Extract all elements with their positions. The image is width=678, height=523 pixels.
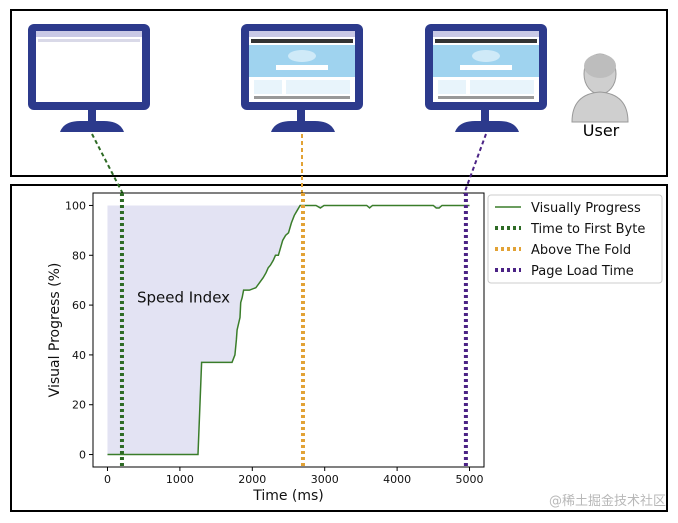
monitor-icon-partial <box>241 24 363 132</box>
legend-label-2: Above The Fold <box>531 243 631 258</box>
y-tick-label: 40 <box>72 349 86 362</box>
x-tick-label: 0 <box>104 473 111 486</box>
y-tick-label: 100 <box>65 199 86 212</box>
user-icon <box>571 53 629 123</box>
x-tick-label: 5000 <box>456 473 484 486</box>
x-tick-label: 3000 <box>311 473 339 486</box>
legend-box <box>487 194 663 284</box>
y-tick-label: 20 <box>72 399 86 412</box>
x-tick-label: 4000 <box>383 473 411 486</box>
speed-index-area <box>107 205 470 455</box>
x-tick-label: 2000 <box>238 473 266 486</box>
monitor-icon-blank <box>28 24 150 132</box>
monitor-icon-complete <box>425 24 547 132</box>
connector-plt <box>463 133 487 195</box>
series-line-visually-progress <box>107 204 470 456</box>
speed-index-annotation: Speed Index <box>137 289 230 307</box>
connector-ttfb <box>91 133 124 195</box>
y-axis-label: Visual Progress (%) <box>47 263 63 398</box>
legend-label-3: Page Load Time <box>531 264 634 279</box>
y-tick-label: 60 <box>72 299 86 312</box>
watermark-text: @稀土掘金技术社区 <box>549 493 666 509</box>
legend-label-1: Time to First Byte <box>530 222 645 237</box>
y-tick-label: 80 <box>72 249 86 262</box>
user-label: User <box>583 121 620 140</box>
x-axis-label: Time (ms) <box>252 488 324 504</box>
plot-frame <box>92 192 485 468</box>
legend-label-0: Visually Progress <box>531 201 641 216</box>
x-tick-label: 1000 <box>166 473 194 486</box>
y-tick-label: 0 <box>79 449 86 462</box>
